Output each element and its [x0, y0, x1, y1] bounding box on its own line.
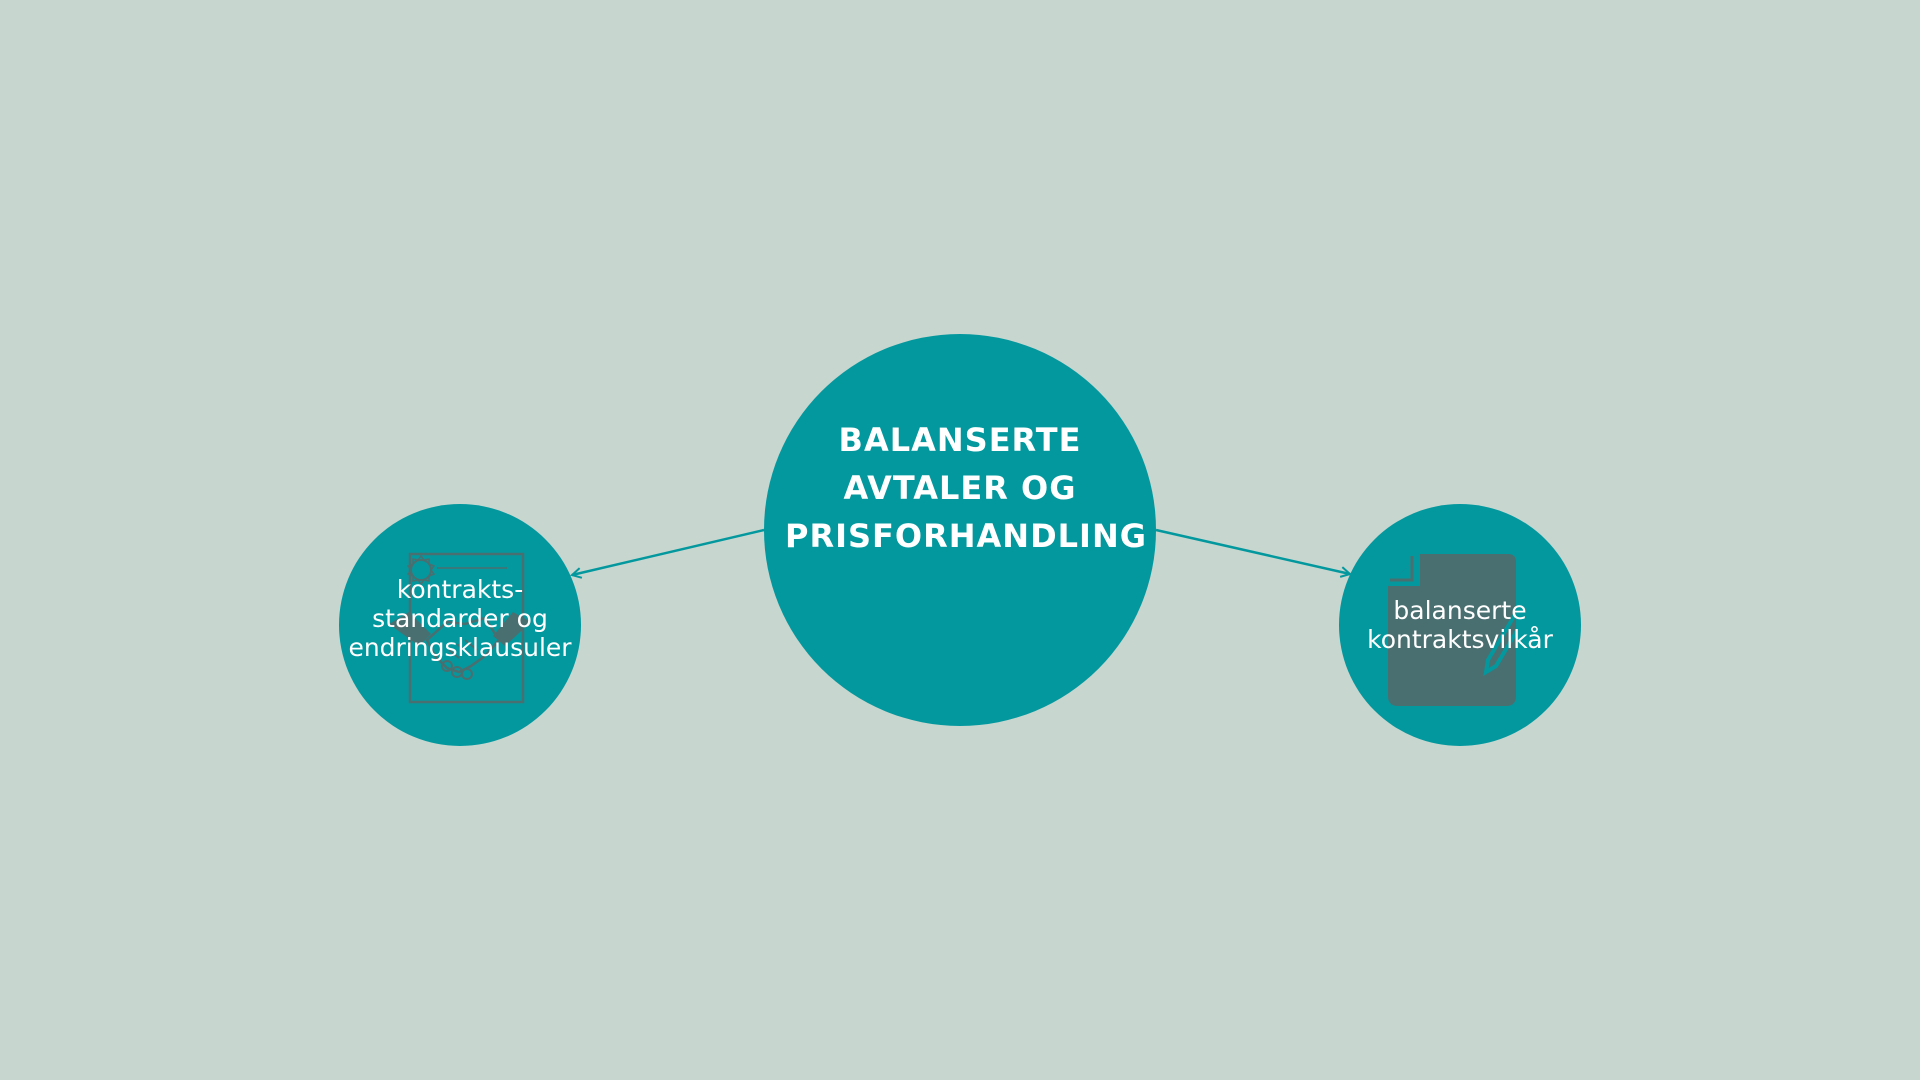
left-label-line: standarder og — [372, 603, 548, 633]
center-node-label: BALANSERTE AVTALER OG PRISFORHANDLING — [785, 416, 1147, 560]
contract-handshake-icon — [389, 552, 531, 704]
connector-left — [572, 528, 765, 575]
document-pen-icon — [1388, 554, 1543, 706]
left-node: kontrakts- standarder og endringsklausul… — [339, 504, 581, 746]
left-label-line: kontrakts- — [396, 574, 524, 604]
right-node: balanserte kontraktsvilkår — [1339, 504, 1581, 746]
center-label-line: BALANSERTE — [838, 421, 1082, 459]
center-label-line: AVTALER OG — [843, 469, 1077, 507]
right-label-line: balanserte — [1393, 596, 1527, 625]
center-label-line: PRISFORHANDLING — [785, 517, 1147, 555]
left-label-line: endringsklausuler — [348, 632, 572, 662]
center-node: BALANSERTE AVTALER OG PRISFORHANDLING — [764, 334, 1156, 726]
right-label-line: kontraktsvilkår — [1367, 625, 1553, 654]
connector-right — [1155, 528, 1350, 574]
left-node-label: kontrakts- standarder og endringsklausul… — [345, 575, 575, 662]
right-node-label: balanserte kontraktsvilkår — [1345, 596, 1575, 654]
